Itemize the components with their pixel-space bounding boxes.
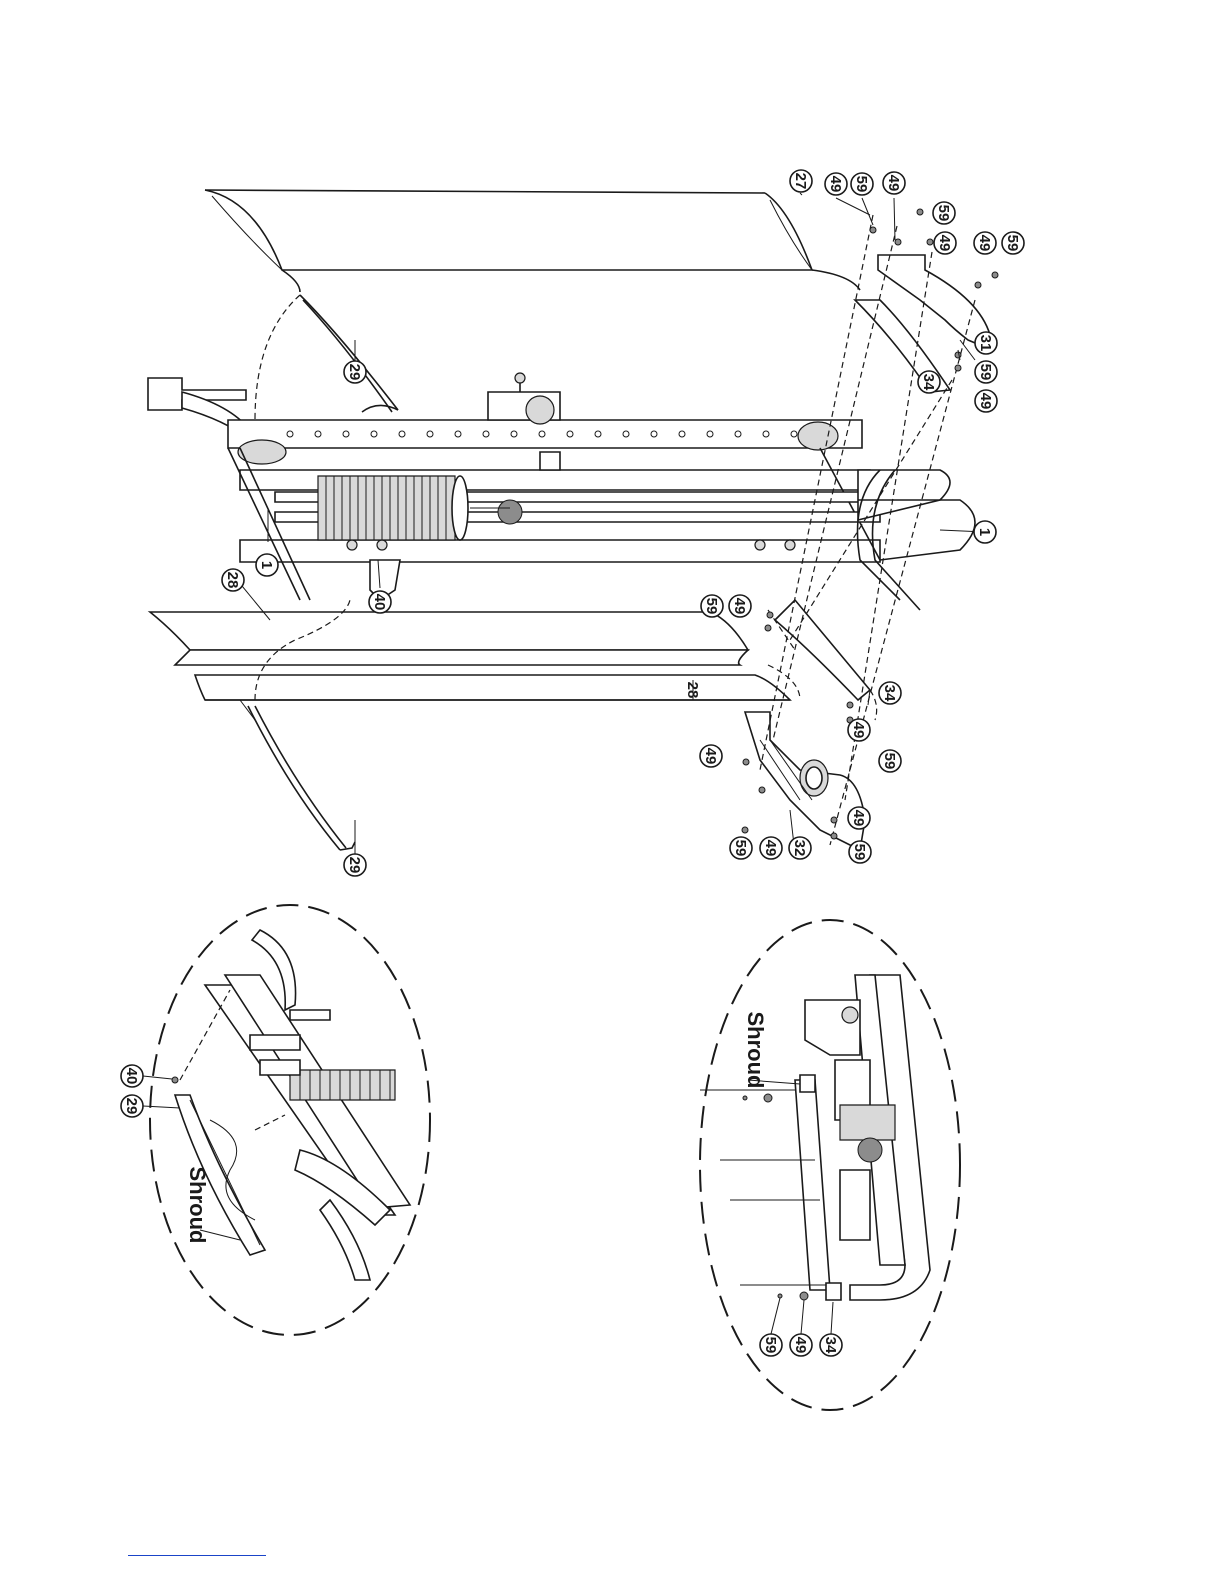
callout-1: 1 — [256, 554, 278, 576]
callout-49-text: 49 — [850, 810, 867, 827]
callout-49-text: 49 — [936, 235, 953, 252]
callout-49: 49 — [825, 173, 847, 195]
callout-34-text: 34 — [920, 374, 937, 391]
callout-29: 29 — [344, 854, 366, 876]
callout-27: 27 — [790, 170, 812, 192]
callout-49: 49 — [848, 719, 870, 741]
callout-49: 49 — [760, 837, 782, 859]
callout-49-text: 49 — [976, 235, 993, 252]
callout-59: 59 — [730, 837, 752, 859]
callout-59-text: 59 — [732, 840, 749, 857]
callout-59: 59 — [975, 361, 997, 383]
shroud-label-right: Shroud — [743, 1012, 768, 1089]
callout-49-text: 49 — [977, 393, 994, 410]
callout-32-text: 32 — [791, 840, 808, 857]
callout-59-text: 59 — [977, 364, 994, 381]
callout-28-text: 28 — [684, 682, 701, 699]
rear-shroud-panel — [205, 190, 860, 292]
callout-40: 40 — [369, 591, 391, 613]
callout-59: 59 — [851, 173, 873, 195]
callout-34: 34 — [879, 682, 901, 704]
callout-49-text: 49 — [702, 748, 719, 765]
callout-31: 31 — [975, 332, 997, 354]
callout-49: 49 — [934, 232, 956, 254]
callout-59: 59 — [760, 1334, 782, 1356]
callout-59-text: 59 — [935, 205, 952, 222]
callout-32: 32 — [789, 837, 811, 859]
callout-59-text: 59 — [1004, 235, 1021, 252]
callout-49: 49 — [975, 390, 997, 412]
front-shroud — [745, 712, 865, 850]
callout-29-text: 29 — [346, 857, 363, 874]
callout-59: 59 — [1002, 232, 1024, 254]
callout-34: 34 — [820, 1334, 842, 1356]
callout-49: 49 — [974, 232, 996, 254]
callout-34-text: 34 — [881, 685, 898, 702]
footer-rule — [128, 1555, 266, 1556]
callout-49-text: 49 — [850, 722, 867, 739]
callout-34: 34 — [918, 371, 940, 393]
callout-28-text: 28 — [224, 572, 241, 589]
callout-27-text: 27 — [792, 173, 809, 190]
callout-1-text: 1 — [976, 528, 993, 536]
upper-shroud-arc — [255, 295, 398, 420]
callout-49: 49 — [729, 595, 751, 617]
callout-49-text: 49 — [731, 598, 748, 615]
callout-59-text: 59 — [703, 598, 720, 615]
callout-59-text: 59 — [881, 753, 898, 770]
callout-29-text: 29 — [123, 1098, 140, 1115]
side-shroud-panels — [150, 612, 790, 720]
callout-49-text: 49 — [792, 1337, 809, 1354]
callout-40: 40 — [121, 1065, 143, 1087]
callout-31-text: 31 — [977, 335, 994, 352]
callout-59: 59 — [701, 595, 723, 617]
callout-49-text: 49 — [827, 176, 844, 193]
callout-59: 59 — [879, 750, 901, 772]
callout-34-text: 34 — [822, 1337, 839, 1354]
callout-49: 49 — [883, 172, 905, 194]
callout-40-text: 40 — [123, 1068, 140, 1085]
callout-59-text: 59 — [853, 176, 870, 193]
detail-view-top-pulley: 40 29 Shroud — [121, 905, 430, 1335]
callout-29-text: 29 — [346, 364, 363, 381]
callout-28: 28 — [222, 569, 244, 591]
main-exploded-view — [148, 190, 998, 855]
detail-view-base-shroud: Shroud 59 49 34 — [700, 920, 960, 1410]
callout-29: 29 — [121, 1095, 143, 1117]
callout-1-text: 1 — [258, 561, 275, 569]
callout-49-text: 49 — [762, 840, 779, 857]
callout-28: 28 — [684, 682, 701, 699]
callout-49-text: 49 — [885, 175, 902, 192]
callout-49: 49 — [700, 745, 722, 767]
callout-59: 59 — [849, 841, 871, 863]
callout-49: 49 — [790, 1334, 812, 1356]
callout-59: 59 — [933, 202, 955, 224]
callout-59-text: 59 — [762, 1337, 779, 1354]
callout-59-text: 59 — [851, 844, 868, 861]
callout-40-text: 40 — [371, 594, 388, 611]
callout-29: 29 — [344, 361, 366, 383]
callout-49: 49 — [848, 807, 870, 829]
callout-1: 1 — [974, 521, 996, 543]
